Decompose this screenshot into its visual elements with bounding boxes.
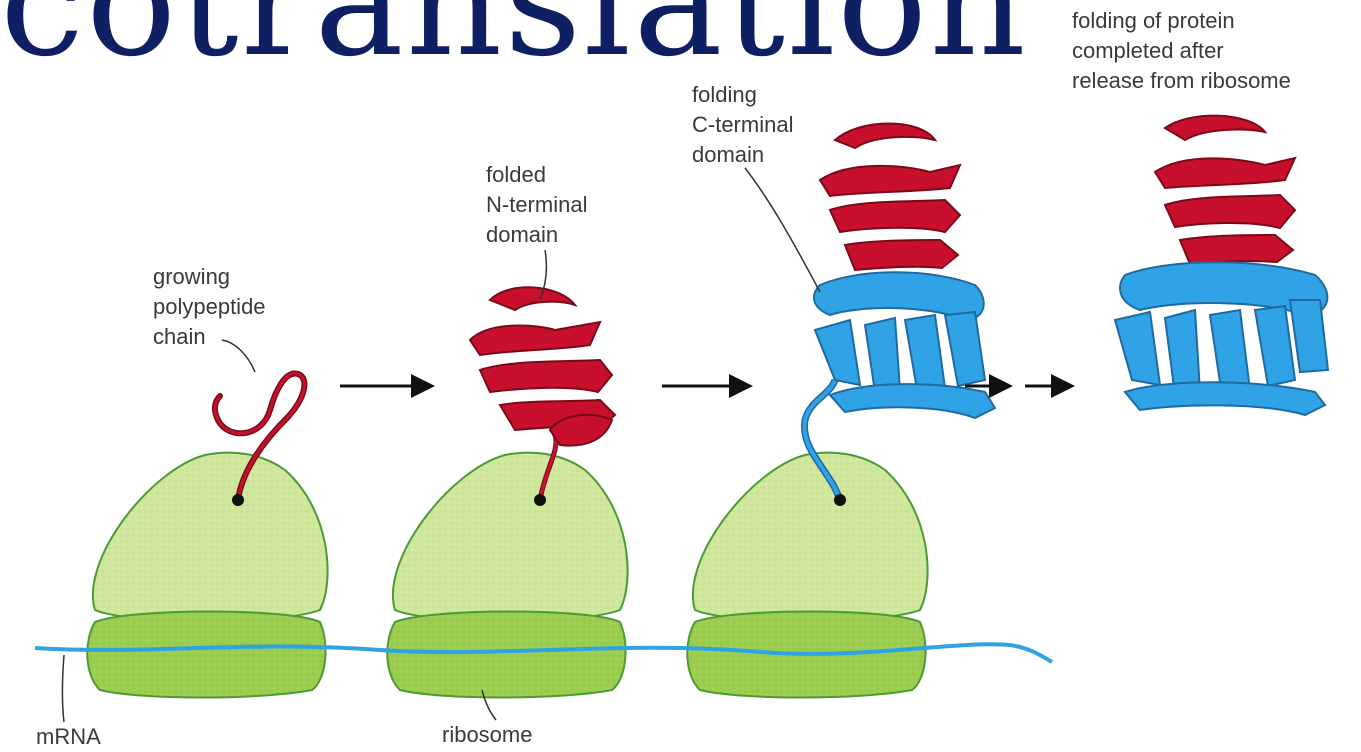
leader-mrna <box>63 655 65 722</box>
label-folding-c-terminal: folding C-terminal domain <box>692 80 793 170</box>
label-released-protein: folding of protein completed after relea… <box>1068 6 1295 96</box>
label-folded-n-terminal: folded N-terminal domain <box>486 160 587 250</box>
ribosome-small-subunit <box>387 612 625 698</box>
label-ribosome: ribosome <box>442 720 532 750</box>
label-growing-chain: growing polypeptide chain <box>153 262 266 352</box>
ribosome-large-subunit <box>93 453 328 622</box>
released-folded-protein <box>1115 116 1328 415</box>
ribosome-2 <box>387 453 627 698</box>
n-terminal-domain-3 <box>820 124 960 271</box>
ribosome-large-subunit <box>693 453 928 622</box>
ribosome-large-subunit <box>393 453 628 622</box>
ribosome-small-subunit <box>87 612 325 698</box>
ribosome-1 <box>87 453 327 698</box>
ribosome-3 <box>687 453 927 698</box>
label-mrna: mRNA <box>36 722 101 752</box>
leader-c-terminal <box>745 168 820 292</box>
